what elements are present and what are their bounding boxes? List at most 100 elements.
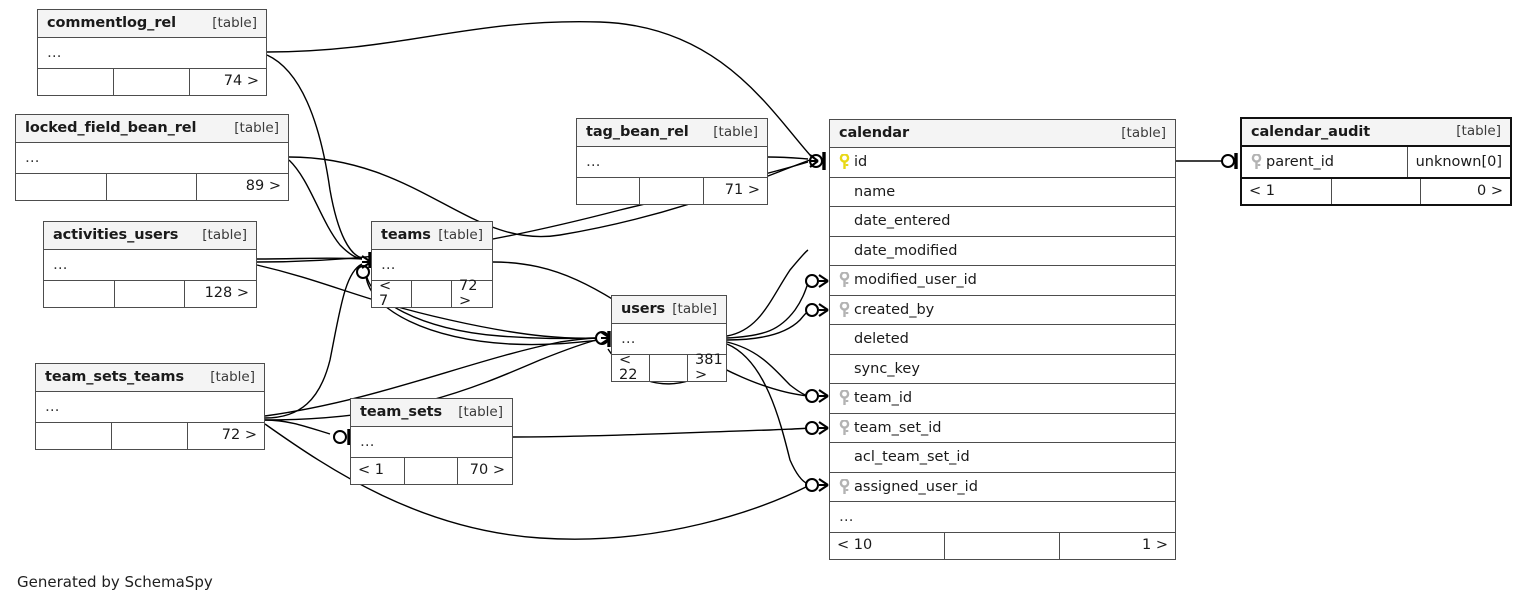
table-header-locked_field_bean_rel: locked_field_bean_rel [table] <box>16 115 288 143</box>
column-list: … <box>372 250 492 280</box>
column-row-ellipsis: … <box>25 149 41 166</box>
table-teams[interactable]: teams [table] … < 7 72 > <box>371 221 493 308</box>
footer-cell-mid <box>112 422 189 449</box>
table-type-label: [table] <box>672 300 717 317</box>
table-type-label: [table] <box>713 123 758 140</box>
table-header-teams: teams [table] <box>372 222 492 250</box>
table-name: teams <box>381 227 431 244</box>
footer-cell-right: 1 > <box>1142 537 1168 554</box>
table-name: activities_users <box>53 227 179 244</box>
footer-cell-mid <box>114 68 191 95</box>
column-row: team_set_id <box>830 414 1175 443</box>
column-row-ellipsis: … <box>360 433 376 450</box>
table-name: locked_field_bean_rel <box>25 120 197 137</box>
column-row: date_modified <box>830 237 1175 266</box>
footer-cell-left: < 1 <box>1242 178 1332 204</box>
table-calendar[interactable]: calendar [table] id name date_entered date_mo… <box>829 119 1176 560</box>
table-footer: 89 > <box>16 172 288 200</box>
table-team_sets_teams[interactable]: team_sets_teams [table] … 72 > <box>35 363 265 450</box>
table-type-label: [table] <box>234 119 279 136</box>
table-locked_field_bean_rel[interactable]: locked_field_bean_rel [table] … 89 > <box>15 114 289 201</box>
footer-cell-right: 72 > <box>459 278 478 309</box>
column-name: id <box>854 154 868 170</box>
table-name: users <box>621 301 666 318</box>
table-header-users: users [table] <box>612 296 726 324</box>
table-header-calendar_audit: calendar_audit[table] <box>1242 119 1510 147</box>
footer-cell-left: < 22 <box>612 353 651 382</box>
footer-cell-right: 0 > <box>1477 182 1503 199</box>
footer-cell-mid <box>640 177 704 204</box>
column-list: id name date_entered date_modified modified_… <box>830 148 1175 532</box>
column-list: … <box>612 324 726 354</box>
column-row: date_entered <box>830 207 1175 237</box>
table-header-calendar: calendar [table] <box>830 120 1175 148</box>
table-name: calendar_audit <box>1251 123 1371 140</box>
table-name: team_sets_teams <box>45 369 184 386</box>
table-name: tag_bean_rel <box>586 124 689 141</box>
footer-cell-right: 70 > <box>469 462 505 479</box>
column-row: modified_user_id <box>830 266 1175 296</box>
column-type: unknown[0] <box>1406 147 1510 177</box>
table-footer: < 1 0 > <box>1242 176 1510 204</box>
column-list: … <box>44 250 256 280</box>
foreign-key-icon <box>839 478 850 495</box>
column-list: … <box>577 147 767 177</box>
footer-cell-mid <box>115 280 186 307</box>
table-header-team_sets: team_sets[table] <box>351 399 512 427</box>
table-activities_users[interactable]: activities_users[table] … 128 > <box>43 221 257 308</box>
table-tag_bean_rel[interactable]: tag_bean_rel [table] … 71 > <box>576 118 768 205</box>
table-calendar_audit[interactable]: calendar_audit[table] parent_id unknown[0]… <box>1240 117 1512 206</box>
footer-cell-right: 89 > <box>245 178 281 195</box>
column-name: date_modified <box>854 242 958 259</box>
table-header-team_sets_teams: team_sets_teams [table] <box>36 364 264 392</box>
column-name: acl_team_set_id <box>854 449 970 465</box>
table-type-label: [table] <box>212 14 257 31</box>
column-name: parent_id <box>1266 153 1335 170</box>
column-row-ellipsis: … <box>45 398 61 415</box>
table-footer: 71 > <box>577 176 767 204</box>
footer-cell-right: 128 > <box>204 285 249 302</box>
column-row-ellipsis: … <box>381 256 397 273</box>
column-row-ellipsis: … <box>621 330 637 347</box>
footer-cell-right: 74 > <box>223 73 259 90</box>
column-list: parent_id unknown[0] <box>1242 147 1510 177</box>
column-row-ellipsis: … <box>47 44 63 61</box>
column-list: … <box>351 427 512 457</box>
footer-cell-right: 71 > <box>724 182 760 199</box>
foreign-key-icon <box>839 390 850 406</box>
table-name: calendar <box>839 125 910 142</box>
column-row: name <box>830 178 1175 207</box>
table-footer: < 7 72 > <box>372 278 492 309</box>
column-row: team_id <box>830 384 1175 414</box>
column-list: … <box>16 143 288 173</box>
footer-cell-mid <box>945 532 1061 559</box>
footer-cell-right: 72 > <box>221 427 257 444</box>
footer-cell-left <box>577 177 641 204</box>
column-row: deleted <box>830 325 1175 355</box>
column-row-ellipsis: … <box>53 256 69 273</box>
table-type-label: [table] <box>1121 124 1166 141</box>
column-name: team_id <box>854 390 913 406</box>
footer-cell-mid <box>405 457 459 484</box>
table-commentlog_rel[interactable]: commentlog_rel[table]…74 > <box>37 9 267 96</box>
column-row: sync_key <box>830 355 1175 384</box>
table-type-label: [table] <box>438 226 483 243</box>
column-name: name <box>854 183 896 200</box>
footer-cell-mid <box>107 173 198 200</box>
column-name: created_by <box>854 301 935 318</box>
table-header-tag_bean_rel: tag_bean_rel [table] <box>577 119 767 147</box>
footer-cell-left <box>36 422 113 449</box>
footer-cell-left: < 7 <box>372 279 413 308</box>
table-type-label: [table] <box>210 368 255 385</box>
column-row: acl_team_set_id <box>830 443 1175 473</box>
foreign-key-icon <box>839 272 850 288</box>
column-list: … <box>36 392 264 422</box>
footer-cell-mid <box>1332 178 1421 204</box>
footer-cell-left <box>16 173 107 200</box>
table-header-activities_users: activities_users[table] <box>44 222 256 250</box>
